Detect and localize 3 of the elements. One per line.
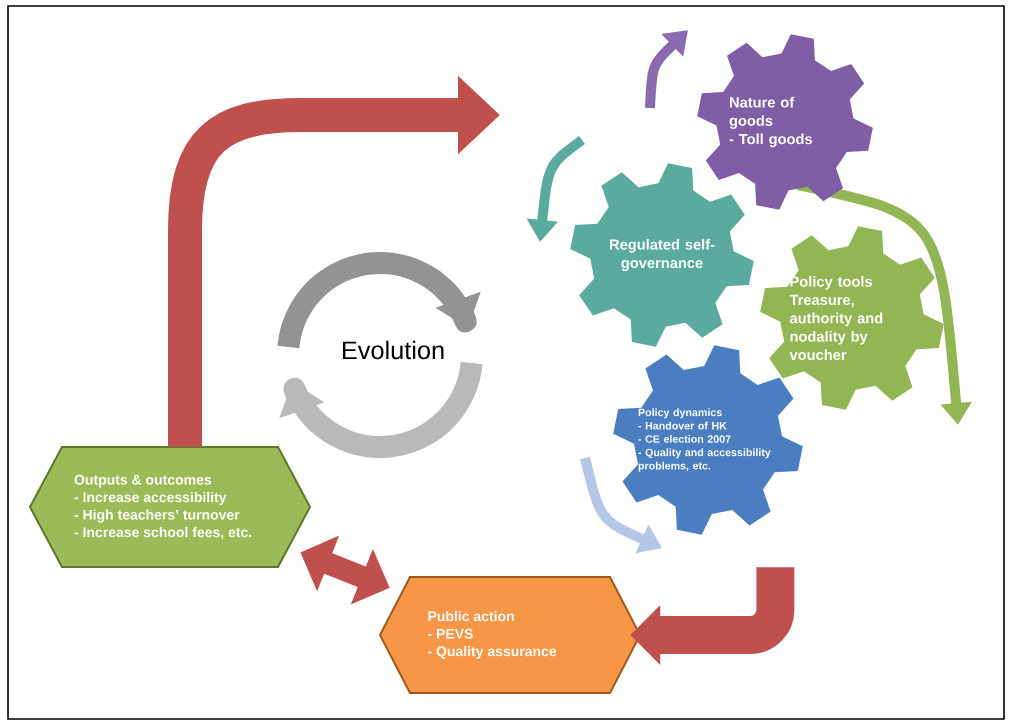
cycle-label: Evolution [342, 340, 444, 360]
gear: Regulated self-governance [570, 163, 754, 347]
gear: Nature of goods - Toll goods [697, 34, 873, 210]
